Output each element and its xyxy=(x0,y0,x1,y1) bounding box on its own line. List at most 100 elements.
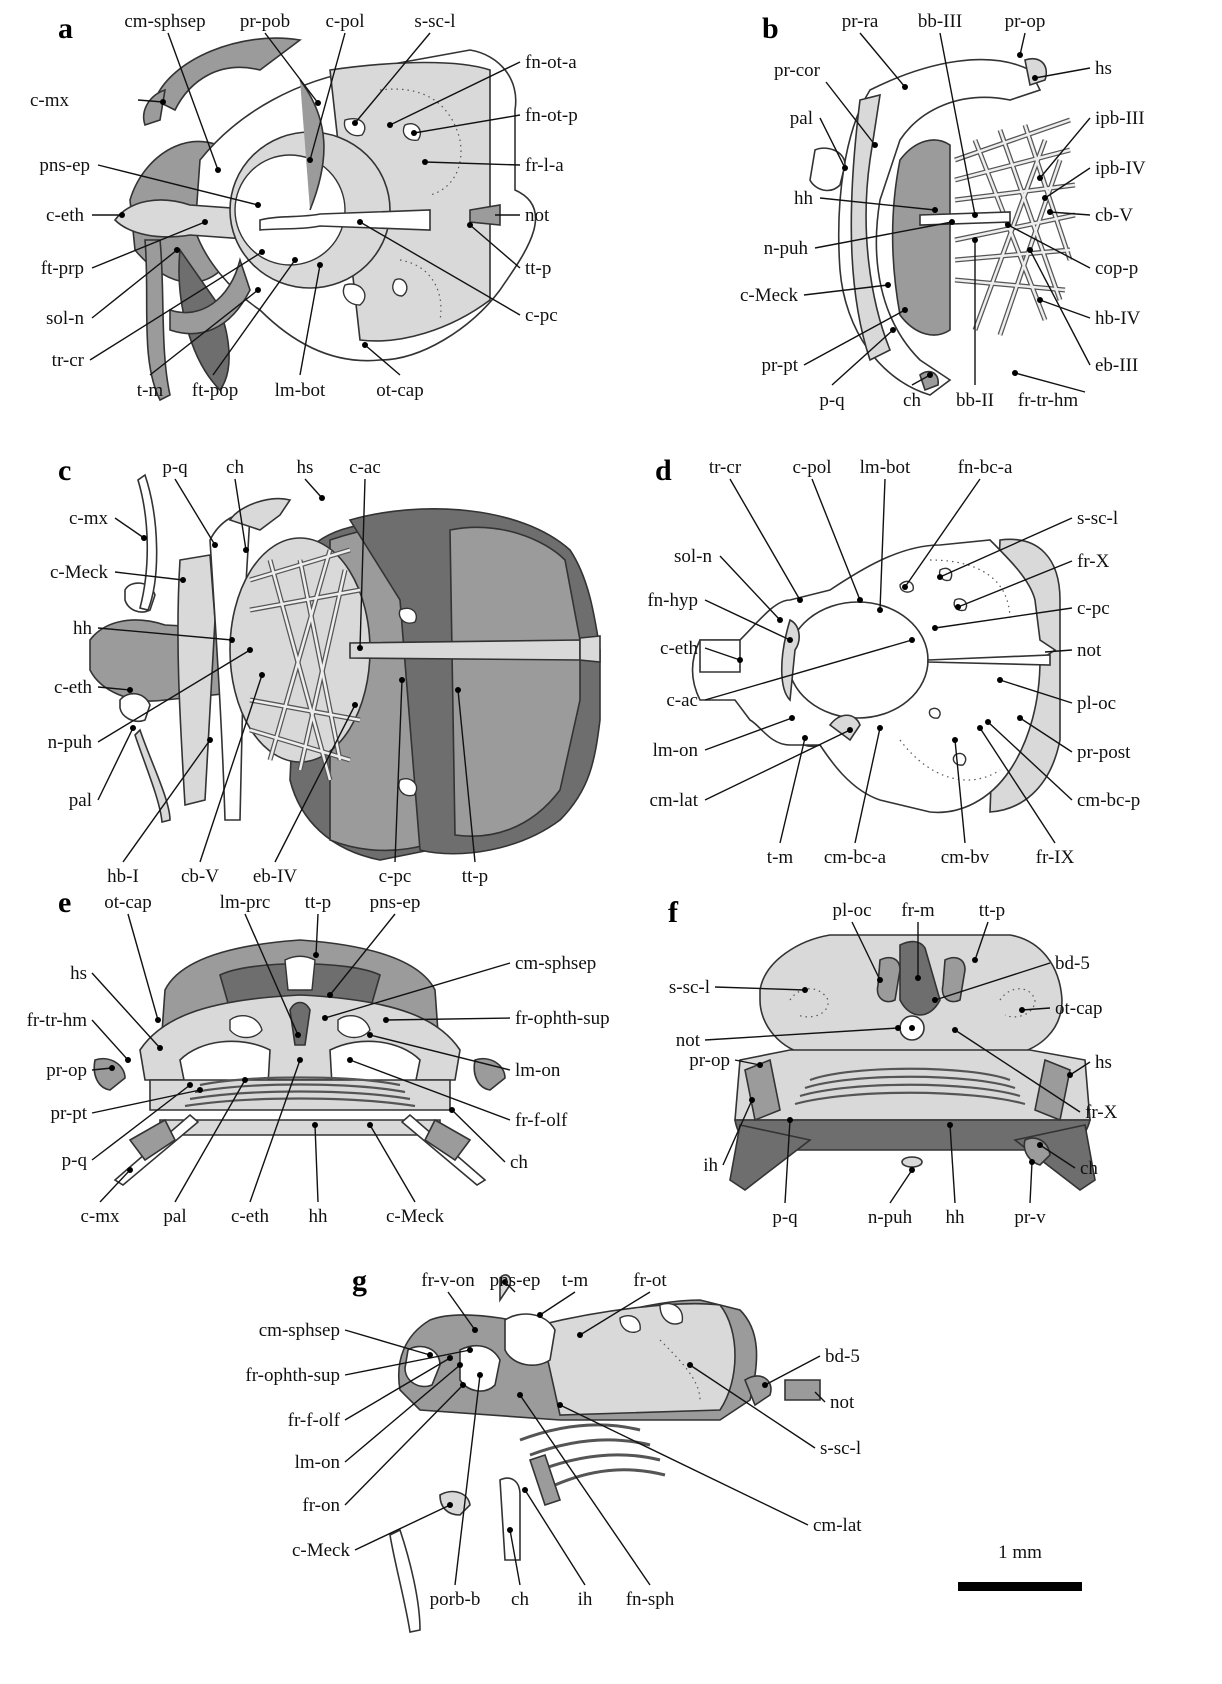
panel-g-drawing xyxy=(390,1275,820,1632)
label-b-pr-op: pr-op xyxy=(1005,11,1046,32)
panel-b-drawing xyxy=(810,59,1075,395)
panel-d-letter: d xyxy=(655,454,672,487)
label-f-tt-p: tt-p xyxy=(979,900,1005,921)
label-g-cm-lat: cm-lat xyxy=(813,1515,862,1536)
label-e-tt-p: tt-p xyxy=(305,892,331,913)
label-d-cm-bc-a: cm-bc-a xyxy=(824,847,887,868)
label-e-ot-cap: ot-cap xyxy=(104,892,151,913)
label-f-n-puh: n-puh xyxy=(868,1207,913,1228)
label-d-tr-cr: tr-cr xyxy=(709,457,742,478)
label-g-not: not xyxy=(830,1392,855,1413)
label-f-ih: ih xyxy=(703,1155,718,1176)
label-a-c-pc: c-pc xyxy=(525,305,558,326)
label-c-ch: ch xyxy=(226,457,244,478)
label-a-ft-prp: ft-prp xyxy=(41,258,84,279)
label-e-pr-pt: pr-pt xyxy=(50,1103,87,1124)
label-d-cm-bv: cm-bv xyxy=(941,847,990,868)
label-g-fr-ot: fr-ot xyxy=(633,1270,667,1291)
label-a-fn-ot-a: fn-ot-a xyxy=(525,52,577,73)
panel-c: c xyxy=(48,454,600,887)
label-a-t-m: t-m xyxy=(137,380,164,401)
label-f-fr-X: fr-X xyxy=(1085,1102,1118,1123)
label-e-cm-sphsep: cm-sphsep xyxy=(515,953,596,974)
label-g-porb-b: porb-b xyxy=(430,1589,481,1610)
panel-a-drawing xyxy=(115,38,536,400)
label-b-hs: hs xyxy=(1095,58,1112,79)
panel-b-letter: b xyxy=(762,12,779,45)
scale-bar: 1 mm xyxy=(958,1542,1082,1591)
label-g-fn-sph: fn-sph xyxy=(626,1589,675,1610)
label-e-hh: hh xyxy=(309,1206,329,1227)
label-b-pal: pal xyxy=(790,108,813,129)
label-g-t-m: t-m xyxy=(562,1270,589,1291)
label-a-c-mx: c-mx xyxy=(30,90,70,111)
label-e-lm-on: lm-on xyxy=(515,1060,561,1081)
label-f-ot-cap: ot-cap xyxy=(1055,998,1102,1019)
label-b-pr-pt: pr-pt xyxy=(761,355,798,376)
panel-b: b xyxy=(740,11,1146,411)
label-e-c-eth: c-eth xyxy=(231,1206,269,1227)
label-d-pr-post: pr-post xyxy=(1077,742,1131,763)
label-f-hh: hh xyxy=(946,1207,966,1228)
label-b-bb-III: bb-III xyxy=(918,11,962,32)
label-c-eb-IV: eb-IV xyxy=(253,866,298,887)
label-d-c-pol: c-pol xyxy=(792,457,831,478)
scale-bar-label: 1 mm xyxy=(998,1542,1042,1563)
label-f-p-q: p-q xyxy=(772,1207,798,1228)
label-d-c-pc: c-pc xyxy=(1077,598,1110,619)
label-g-lm-on: lm-on xyxy=(295,1452,341,1473)
label-f-hs: hs xyxy=(1095,1052,1112,1073)
label-a-s-sc-l: s-sc-l xyxy=(414,11,455,32)
label-e-hs: hs xyxy=(70,963,87,984)
label-d-fr-IX: fr-IX xyxy=(1036,847,1075,868)
label-c-hs: hs xyxy=(297,457,314,478)
label-f-fr-m: fr-m xyxy=(901,900,935,921)
label-d-c-ac: c-ac xyxy=(666,690,698,711)
label-f-pr-op: pr-op xyxy=(689,1050,730,1071)
panel-a: a xyxy=(30,11,578,401)
label-g-s-sc-l: s-sc-l xyxy=(820,1438,861,1459)
label-e-pns-ep: pns-ep xyxy=(370,892,421,913)
label-g-pns-ep: pns-ep xyxy=(490,1270,541,1291)
label-e-lm-prc: lm-prc xyxy=(220,892,271,913)
label-a-fr-l-a: fr-l-a xyxy=(525,155,564,176)
label-b-cb-V: cb-V xyxy=(1095,205,1133,226)
label-a-c-eth: c-eth xyxy=(46,205,84,226)
label-g-cm-sphsep: cm-sphsep xyxy=(259,1320,340,1341)
panel-c-drawing xyxy=(90,475,600,860)
label-b-hb-IV: hb-IV xyxy=(1095,308,1141,329)
label-b-pr-ra: pr-ra xyxy=(842,11,879,32)
label-d-t-m: t-m xyxy=(767,847,794,868)
label-c-p-q: p-q xyxy=(162,457,188,478)
label-a-c-pol: c-pol xyxy=(325,11,364,32)
label-e-fr-tr-hm: fr-tr-hm xyxy=(27,1010,88,1031)
label-a-not: not xyxy=(525,205,550,226)
panel-e: e xyxy=(27,886,610,1227)
label-c-cb-V: cb-V xyxy=(181,866,219,887)
label-g-fr-v-on: fr-v-on xyxy=(421,1270,475,1291)
label-c-c-mx: c-mx xyxy=(69,508,109,529)
label-e-fr-f-olf: fr-f-olf xyxy=(515,1110,568,1131)
label-e-ch: ch xyxy=(510,1152,528,1173)
label-a-sol-n: sol-n xyxy=(46,308,85,329)
label-c-hh: hh xyxy=(73,618,93,639)
label-a-tt-p: tt-p xyxy=(525,258,551,279)
label-a-tr-cr: tr-cr xyxy=(52,350,85,371)
label-d-s-sc-l: s-sc-l xyxy=(1077,508,1118,529)
label-b-bb-II: bb-II xyxy=(956,390,994,411)
label-d-cm-lat: cm-lat xyxy=(649,790,698,811)
label-d-pl-oc: pl-oc xyxy=(1077,693,1116,714)
label-e-pr-op: pr-op xyxy=(46,1060,87,1081)
label-d-not: not xyxy=(1077,640,1102,661)
label-e-p-q: p-q xyxy=(62,1150,88,1171)
label-b-ipb-IV: ipb-IV xyxy=(1095,158,1146,179)
label-e-pal: pal xyxy=(163,1206,186,1227)
label-b-ch: ch xyxy=(903,390,921,411)
label-c-c-pc: c-pc xyxy=(379,866,412,887)
label-f-s-sc-l: s-sc-l xyxy=(669,977,710,998)
label-c-n-puh: n-puh xyxy=(48,732,93,753)
label-a-lm-bot: lm-bot xyxy=(275,380,326,401)
panel-e-letter: e xyxy=(58,886,71,919)
label-f-ch: ch xyxy=(1080,1158,1098,1179)
label-d-fn-hyp: fn-hyp xyxy=(647,590,698,611)
